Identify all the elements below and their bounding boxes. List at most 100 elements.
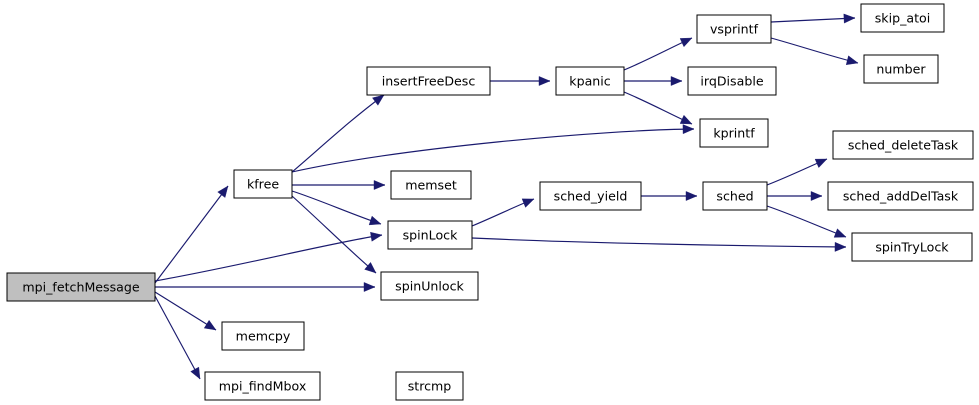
graph-node-kpanic[interactable]: kpanic [555, 66, 625, 96]
call-edge-line [623, 91, 693, 125]
graph-node-sched[interactable]: sched [702, 181, 768, 211]
node-box[interactable] [539, 181, 642, 211]
call-edge-line [154, 295, 201, 380]
arrowhead-icon [845, 55, 859, 65]
node-label: kpanic [569, 74, 610, 89]
graph-node-skip-atoi[interactable]: skip_atoi [860, 3, 945, 33]
arrowhead-icon [833, 228, 847, 238]
graph-node-memset[interactable]: memset [390, 170, 472, 200]
node-box[interactable] [696, 14, 772, 44]
node-label: sched [716, 189, 753, 204]
node-box[interactable] [699, 118, 769, 148]
arrowhead-icon [682, 124, 695, 135]
node-box[interactable] [555, 66, 625, 96]
call-edge [291, 94, 385, 173]
graph-node-strcmp[interactable]: strcmp [395, 371, 464, 401]
arrowhead-icon [521, 198, 535, 208]
arrowhead-icon [810, 191, 823, 201]
call-edge-line [154, 291, 217, 331]
node-label: spinLock [403, 228, 458, 243]
graph-node-number[interactable]: number [863, 54, 939, 84]
arrowhead-icon [363, 282, 376, 292]
node-box[interactable] [380, 271, 479, 301]
node-box[interactable] [687, 66, 777, 96]
call-edge-line [291, 128, 695, 173]
call-edge [154, 185, 229, 284]
node-label: number [876, 62, 926, 77]
node-label: kprintf [713, 126, 755, 141]
graph-node-mpi-findmbox[interactable]: mpi_findMbox [204, 371, 321, 401]
arrowhead-icon [685, 191, 698, 201]
call-edge-line [291, 94, 385, 173]
call-edge [490, 76, 551, 86]
node-box[interactable] [233, 169, 293, 199]
node-box[interactable] [390, 170, 472, 200]
node-label: strcmp [408, 379, 452, 394]
call-edge [766, 158, 828, 186]
node-label: vsprintf [710, 22, 759, 37]
call-edge [154, 291, 217, 331]
node-box[interactable] [395, 371, 464, 401]
node-label: memcpy [236, 329, 291, 344]
node-label: spinTryLock [875, 240, 949, 255]
arrowhead-icon [843, 13, 856, 24]
graph-node-spintrylock[interactable]: spinTryLock [851, 232, 973, 262]
node-box[interactable] [860, 3, 945, 33]
node-box[interactable] [6, 272, 156, 302]
node-box[interactable] [827, 181, 974, 211]
node-label: sched_deleteTask [848, 138, 959, 153]
node-box[interactable] [204, 371, 321, 401]
arrowhead-icon [834, 241, 847, 252]
graph-node-spinunlock[interactable]: spinUnlock [380, 271, 479, 301]
node-box[interactable] [366, 66, 491, 96]
nodes-layer: mpi_fetchMessage kfree memcpy mpi_findMbox i… [6, 3, 974, 401]
node-box[interactable] [863, 54, 939, 84]
arrowhead-icon [538, 76, 551, 86]
graph-node-insertfreedesc[interactable]: insertFreeDesc [366, 66, 491, 96]
arrowhead-icon [368, 215, 382, 226]
graph-node-vsprintf[interactable]: vsprintf [696, 14, 772, 44]
arrowhead-icon [679, 114, 693, 125]
node-label: memset [405, 178, 457, 193]
graph-node-sched-yield[interactable]: sched_yield [539, 181, 642, 211]
graph-node-kprintf[interactable]: kprintf [699, 118, 769, 148]
call-edge [154, 295, 201, 380]
call-edge [623, 91, 693, 125]
call-edge-line [766, 205, 847, 238]
arrowhead-icon [670, 76, 683, 86]
arrowhead-icon [217, 185, 229, 198]
call-edge [291, 124, 695, 173]
call-edge-line [154, 185, 229, 284]
node-label: mpi_findMbox [219, 379, 307, 394]
call-edge [641, 191, 698, 201]
call-edge [623, 37, 693, 71]
graph-node-sched-deletetask[interactable]: sched_deleteTask [832, 130, 974, 160]
call-edge [292, 180, 386, 190]
arrowhead-icon [370, 231, 383, 242]
node-label: irqDisable [700, 74, 763, 89]
graph-node-mpi-fetchmessage[interactable]: mpi_fetchMessage [6, 272, 156, 302]
graph-node-irqdisable[interactable]: irqDisable [687, 66, 777, 96]
call-edge [154, 231, 383, 282]
graph-node-sched-adddeltask[interactable]: sched_addDelTask [827, 181, 974, 211]
call-edge [767, 191, 823, 201]
graph-node-memcpy[interactable]: memcpy [221, 321, 305, 351]
node-box[interactable] [832, 130, 974, 160]
node-box[interactable] [387, 220, 473, 250]
call-edge-line [770, 17, 856, 23]
node-box[interactable] [702, 181, 768, 211]
node-label: spinUnlock [395, 279, 464, 294]
arrowhead-icon [679, 37, 693, 48]
arrowhead-icon [814, 158, 828, 168]
call-edge-line [291, 195, 377, 274]
graph-node-spinlock[interactable]: spinLock [387, 220, 473, 250]
node-label: insertFreeDesc [382, 74, 476, 89]
arrowhead-icon [190, 366, 201, 380]
node-box[interactable] [851, 232, 973, 262]
node-box[interactable] [221, 321, 305, 351]
call-edge [770, 13, 856, 24]
node-label: sched_yield [554, 189, 628, 204]
graph-node-kfree[interactable]: kfree [233, 169, 293, 199]
